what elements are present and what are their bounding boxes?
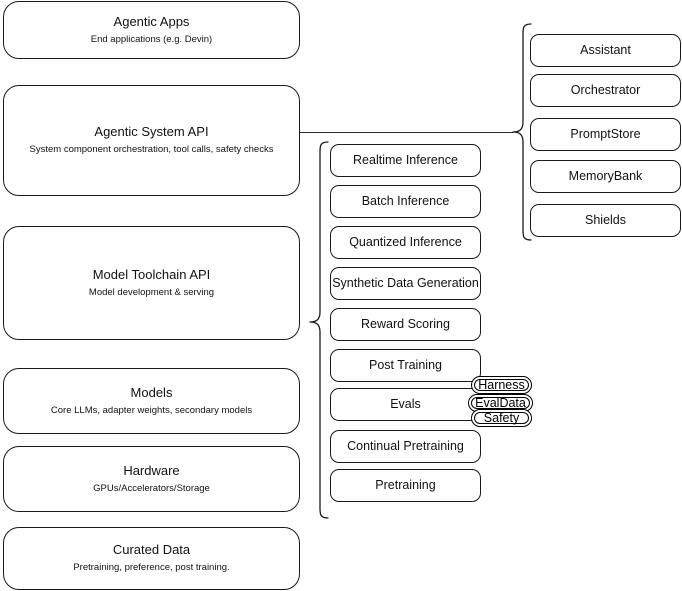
component-box-memorybank[interactable]: MemoryBank (530, 160, 681, 193)
component-label: PromptStore (570, 126, 641, 141)
eval-pill-label: EvalData (475, 396, 526, 410)
capability-box-realtime-inference[interactable]: Realtime Inference (330, 144, 481, 177)
eval-pill-harness[interactable]: Harness (471, 376, 532, 394)
capability-box-evals[interactable]: Evals (330, 388, 481, 421)
layer-title: Hardware (123, 462, 180, 478)
layer-subtitle: GPUs/Accelerators/Storage (93, 482, 210, 494)
capability-box-continual-pretraining[interactable]: Continual Pretraining (330, 430, 481, 463)
layer-title: Agentic System API (94, 124, 209, 140)
layer-subtitle: End applications (e.g. Devin) (90, 33, 213, 45)
eval-pill-evaldata[interactable]: EvalData (468, 394, 533, 412)
capability-label: Reward Scoring (361, 316, 450, 331)
capability-label: Batch Inference (361, 193, 450, 208)
layer-subtitle: System component orchestration, tool cal… (29, 144, 274, 156)
capability-box-quantized-inference[interactable]: Quantized Inference (330, 226, 481, 259)
layer-box-agentic-system-api[interactable]: Agentic System API System component orch… (3, 85, 300, 196)
connector-line-system-api (300, 132, 513, 133)
capability-label: Realtime Inference (353, 152, 458, 167)
layer-title: Models (130, 384, 173, 400)
layer-title: Model Toolchain API (92, 266, 211, 282)
component-box-promptstore[interactable]: PromptStore (530, 118, 681, 151)
capability-box-pretraining[interactable]: Pretraining (330, 469, 481, 502)
capability-box-post-training[interactable]: Post Training (330, 349, 481, 382)
capability-box-synthetic-data-generation[interactable]: Synthetic Data Generation (330, 267, 481, 300)
component-label: Assistant (580, 42, 631, 57)
capability-label: Post Training (369, 357, 442, 372)
component-label: Orchestrator (570, 82, 641, 97)
component-box-assistant[interactable]: Assistant (530, 34, 681, 67)
eval-pill-label: Safety (483, 411, 520, 425)
brace-system-components (512, 23, 532, 241)
component-box-orchestrator[interactable]: Orchestrator (530, 74, 681, 107)
layer-box-model-toolchain-api[interactable]: Model Toolchain API Model development & … (3, 226, 300, 340)
component-label: Shields (585, 212, 626, 227)
capability-label: Quantized Inference (349, 234, 462, 249)
eval-pill-label: Harness (478, 378, 525, 392)
capability-label: Evals (390, 396, 421, 411)
component-label: MemoryBank (568, 168, 643, 183)
layer-box-curated-data[interactable]: Curated Data Pretraining, preference, po… (3, 527, 300, 590)
capability-box-batch-inference[interactable]: Batch Inference (330, 185, 481, 218)
component-box-shields[interactable]: Shields (530, 204, 681, 237)
layer-box-hardware[interactable]: Hardware GPUs/Accelerators/Storage (3, 446, 300, 512)
layer-box-agentic-apps[interactable]: Agentic Apps End applications (e.g. Devi… (3, 1, 300, 59)
brace-toolchain (309, 141, 329, 519)
capability-box-reward-scoring[interactable]: Reward Scoring (330, 308, 481, 341)
capability-label: Synthetic Data Generation (332, 275, 479, 290)
eval-pill-safety[interactable]: Safety (471, 409, 532, 427)
layer-title: Agentic Apps (113, 13, 190, 29)
layer-subtitle: Core LLMs, adapter weights, secondary mo… (50, 404, 253, 416)
layer-subtitle: Pretraining, preference, post training. (73, 562, 230, 574)
capability-label: Continual Pretraining (347, 438, 464, 453)
capability-label: Pretraining (375, 477, 436, 492)
layer-title: Curated Data (112, 542, 191, 558)
layer-box-models[interactable]: Models Core LLMs, adapter weights, secon… (3, 368, 300, 434)
layer-subtitle: Model development & serving (88, 286, 215, 298)
